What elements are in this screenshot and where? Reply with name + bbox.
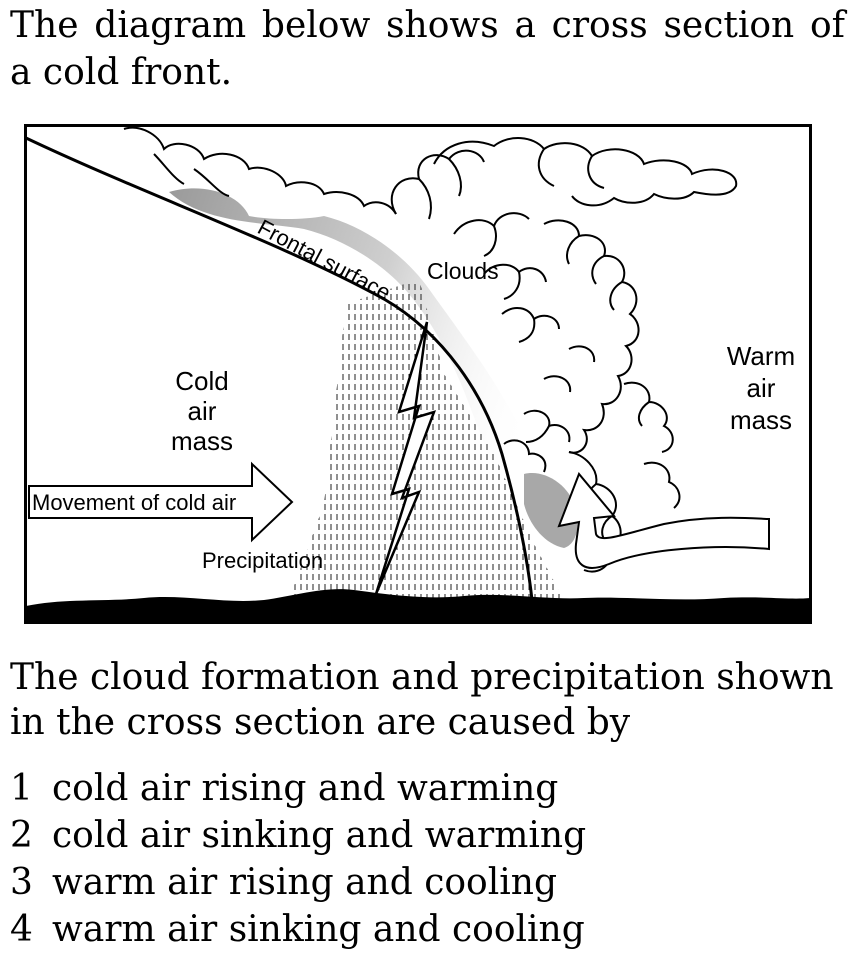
answer-options: 1 cold air rising and warming 2 cold air s… [10, 765, 586, 953]
option-text: cold air rising and warming [52, 768, 559, 809]
answer-option: 2 cold air sinking and warming [10, 812, 586, 859]
arrow-right-icon [28, 461, 294, 543]
intro-text: The diagram below shows a cross section … [10, 5, 845, 93]
cold-front-cross-section-svg: Frontal surface Clouds Cold air mass War… [24, 124, 812, 624]
precipitation-label: Precipitation [202, 548, 323, 573]
answer-option: 3 warm air rising and cooling [10, 859, 586, 906]
option-text: cold air sinking and warming [52, 815, 587, 856]
frontal-surface-line [25, 136, 534, 601]
warm-air-mass-label-line-3: mass [730, 405, 792, 435]
ground [26, 589, 810, 622]
movement-of-cold-air-label: Movement of cold air [32, 490, 236, 515]
cold-air-mass-label-line-2: air [188, 396, 217, 426]
rain-lines-icon [289, 279, 564, 600]
option-text: warm air sinking and cooling [52, 909, 585, 950]
cold-air-mass-label-line-3: mass [171, 426, 233, 456]
option-number: 3 [10, 862, 33, 903]
cloud-mass-icon [123, 126, 738, 573]
cold-air-mass-label-line-1: Cold [175, 366, 228, 396]
question-text: The cloud formation and precipitation sh… [10, 657, 834, 743]
warm-air-mass-label-line-1: Warm [727, 341, 795, 371]
option-number: 2 [10, 815, 33, 856]
cold-front-diagram: Frontal surface Clouds Cold air mass War… [24, 124, 812, 624]
answer-option: 1 cold air rising and warming [10, 765, 586, 812]
warm-air-mass-label-line-2: air [747, 373, 776, 403]
clouds-label: Clouds [427, 258, 499, 284]
answer-option: 4 warm air sinking and cooling [10, 906, 586, 953]
option-text: warm air rising and cooling [52, 862, 557, 903]
curved-arrow-up-icon [557, 472, 770, 569]
option-number: 1 [10, 768, 33, 809]
frontal-shading [169, 188, 580, 548]
option-number: 4 [10, 909, 33, 950]
